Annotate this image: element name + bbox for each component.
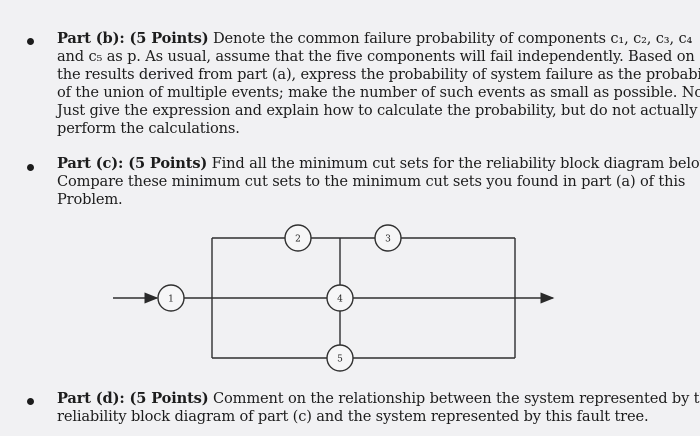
node-5 bbox=[326, 344, 354, 372]
node-4-label: 4 bbox=[337, 295, 343, 305]
node-5-label: 5 bbox=[337, 355, 343, 365]
part-b-line-2: and c₅ as p. As usual, assume that the f… bbox=[57, 48, 695, 65]
part-b-line-3: the results derived from part (a), expre… bbox=[57, 66, 700, 83]
part-c-label: Part (c): (5 Points) bbox=[57, 155, 208, 172]
node-1 bbox=[157, 284, 185, 312]
bullet-part-c bbox=[27, 164, 34, 171]
part-b-paragraph: Part (b): (5 Points) Denote the common f… bbox=[57, 30, 700, 138]
part-b-line-1: Part (b): (5 Points) Denote the common f… bbox=[57, 30, 693, 47]
part-d-line-1: Part (d): (5 Points) Comment on the rela… bbox=[57, 390, 700, 407]
bullet-part-d bbox=[27, 398, 34, 405]
bullet-part-b bbox=[27, 38, 34, 45]
part-c-paragraph: Part (c): (5 Points) Find all the minimu… bbox=[57, 155, 700, 209]
node-1-label: 1 bbox=[168, 295, 174, 305]
part-c-line-2: Compare these minimum cut sets to the mi… bbox=[57, 173, 686, 190]
part-b-line-4: of the union of multiple events; make th… bbox=[57, 84, 700, 101]
part-d-paragraph: Part (d): (5 Points) Comment on the rela… bbox=[57, 390, 700, 426]
node-2 bbox=[284, 224, 312, 252]
part-c-line-3: Problem. bbox=[57, 191, 123, 208]
node-4 bbox=[326, 284, 354, 312]
part-d-label: Part (d): (5 Points) bbox=[57, 390, 209, 407]
node-3-label: 3 bbox=[385, 235, 391, 245]
node-3 bbox=[374, 224, 402, 252]
part-b-line-5: Just give the expression and explain how… bbox=[57, 102, 698, 119]
part-c-line-1: Part (c): (5 Points) Find all the minimu… bbox=[57, 155, 700, 172]
node-2-label: 2 bbox=[295, 235, 301, 245]
part-b-line-6: perform the calculations. bbox=[57, 120, 240, 137]
part-d-line-2: reliability block diagram of part (c) an… bbox=[57, 408, 649, 425]
part-b-label: Part (b): (5 Points) bbox=[57, 30, 209, 47]
